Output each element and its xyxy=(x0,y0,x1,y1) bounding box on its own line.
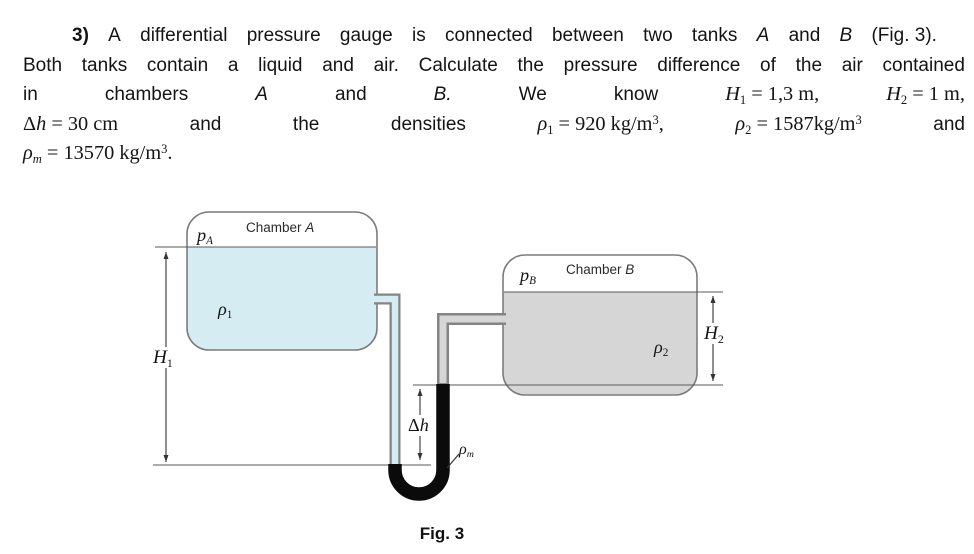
height-2-label: H2 xyxy=(701,323,727,345)
u-tube-manometer-fluid xyxy=(388,384,450,501)
rho-m-leader-line xyxy=(446,453,460,469)
tank-b-liquid xyxy=(503,292,697,395)
density-1-label: ρ1 xyxy=(218,299,233,322)
height-1-label: H1 xyxy=(150,347,176,369)
pressure-a-label: pA xyxy=(197,225,213,248)
tube-a-fluid xyxy=(371,295,399,467)
tank-a-body xyxy=(186,211,378,351)
problem-line-5: ρm = 13570 kg/m3. xyxy=(23,142,173,167)
chamber-b-label: Chamber B xyxy=(566,262,635,277)
pressure-b-label: pB xyxy=(520,265,536,288)
tank-a-liquid xyxy=(187,247,377,350)
tube-b-fluid xyxy=(439,315,509,383)
figure-caption: Fig. 3 xyxy=(419,524,465,543)
chamber-a-label: Chamber A xyxy=(246,220,315,235)
tube-b-casing xyxy=(437,313,506,384)
density-2-label: ρ2 xyxy=(654,337,669,360)
manometer-density-label: ρm xyxy=(459,441,474,460)
delta-h-label: Δh xyxy=(405,415,432,436)
